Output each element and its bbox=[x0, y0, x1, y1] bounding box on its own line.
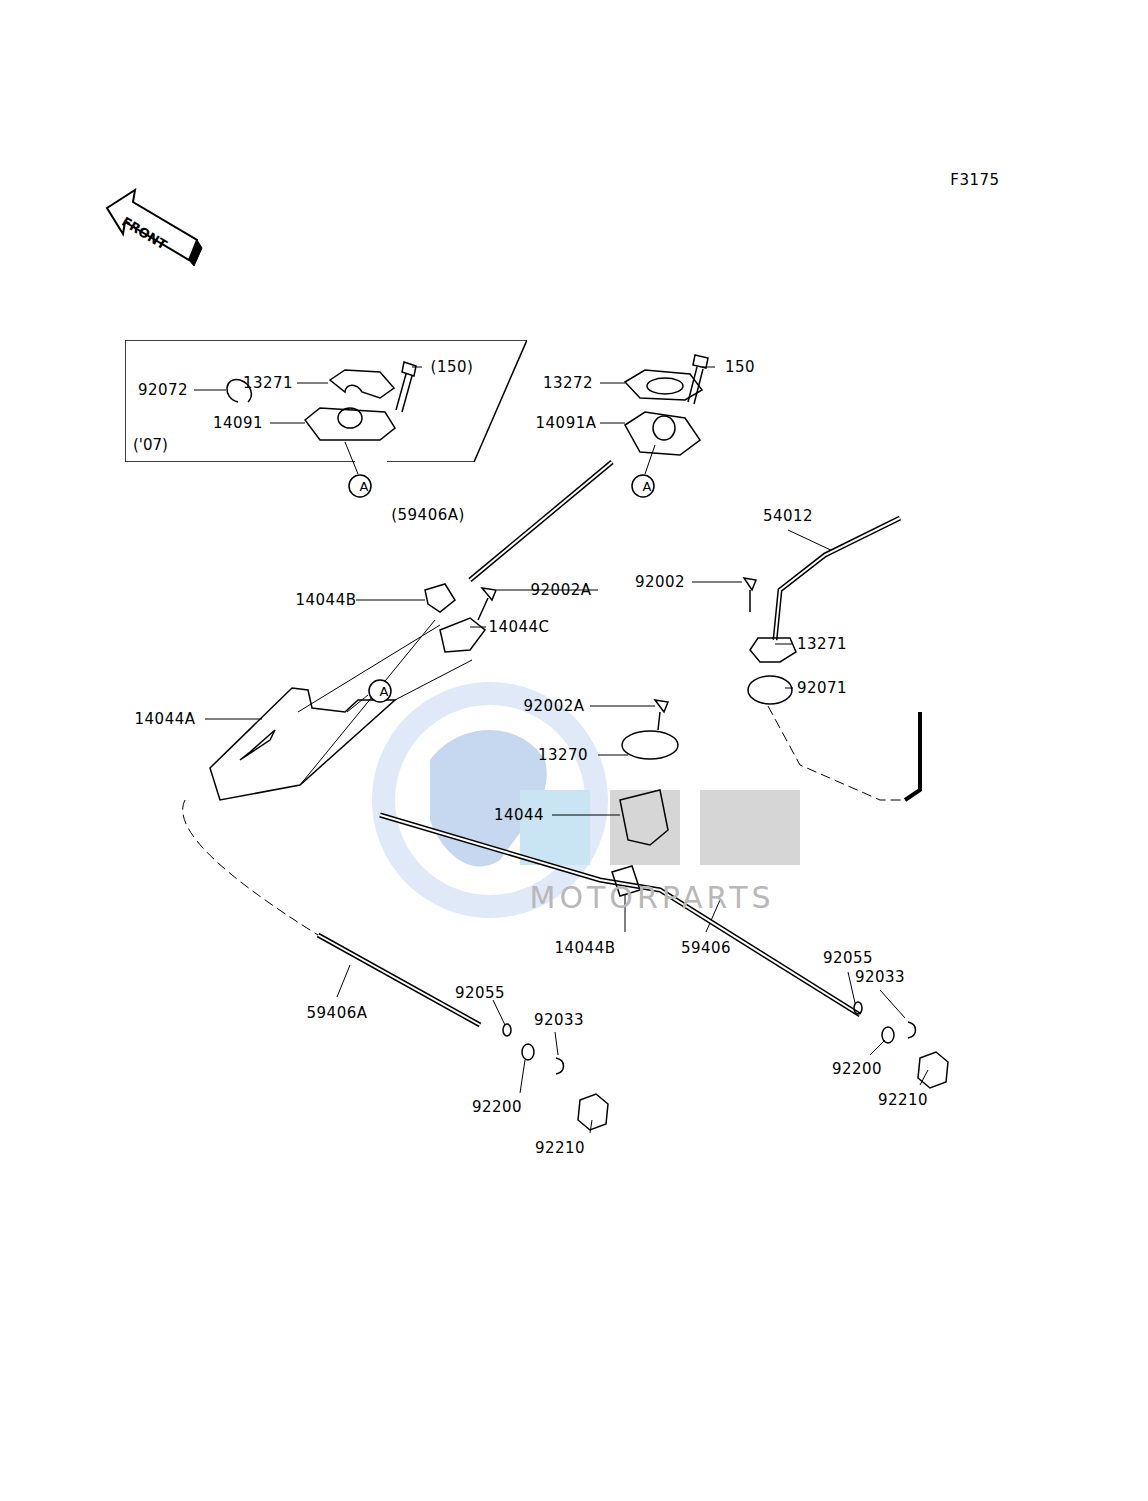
callout-number: 13272 bbox=[543, 376, 593, 391]
callout-number: 14091 bbox=[213, 416, 263, 431]
o-ring bbox=[503, 1024, 511, 1036]
cable-end bbox=[905, 712, 920, 800]
callout-number: 92200 bbox=[472, 1100, 522, 1115]
front-arrow: FRONT bbox=[105, 188, 205, 268]
callout-number: 14044A bbox=[135, 712, 196, 727]
node-text: A bbox=[348, 474, 380, 498]
node-outline bbox=[105, 188, 205, 268]
cable-core bbox=[380, 815, 860, 1015]
callout-number: 54012 bbox=[763, 509, 813, 524]
callout-number: 92033 bbox=[534, 1013, 584, 1028]
reference-circle: A bbox=[631, 474, 663, 498]
bracket-slot bbox=[240, 730, 275, 760]
bolt bbox=[396, 362, 416, 412]
node-outline bbox=[125, 340, 527, 462]
callout-number: 13271 bbox=[243, 376, 293, 391]
bolt bbox=[478, 588, 496, 620]
bolt bbox=[744, 578, 756, 612]
cable-core bbox=[775, 518, 900, 640]
cable-core bbox=[470, 462, 612, 580]
plate bbox=[750, 638, 796, 662]
callout-number: 59406A bbox=[307, 1006, 368, 1021]
callout-number: 92002A bbox=[531, 583, 592, 598]
callout-number: 92002 bbox=[635, 575, 685, 590]
callout-number: 59406 bbox=[681, 941, 731, 956]
plate bbox=[625, 370, 702, 400]
plate-hole bbox=[647, 378, 683, 394]
phantom-line bbox=[183, 800, 318, 935]
callout-number: 92055 bbox=[455, 986, 505, 1001]
nut bbox=[578, 1094, 608, 1130]
bracket bbox=[210, 688, 395, 800]
grommet bbox=[653, 416, 675, 440]
watermark: MOTORPARTS bbox=[529, 883, 774, 913]
leader-lines bbox=[194, 367, 928, 1133]
circlip bbox=[908, 1022, 916, 1038]
nut bbox=[918, 1052, 948, 1088]
clip bbox=[425, 584, 455, 612]
reference-circle: A bbox=[348, 474, 380, 498]
cable bbox=[380, 815, 860, 1015]
callout-number: 92210 bbox=[535, 1141, 585, 1156]
node-text: A bbox=[631, 474, 663, 498]
o-ring bbox=[854, 1002, 862, 1014]
callout-number: 14044C bbox=[488, 620, 549, 635]
callout-number: 92071 bbox=[797, 681, 847, 696]
callout-number: 92033 bbox=[855, 970, 905, 985]
grommet-plate bbox=[625, 412, 700, 455]
callout-number: 14044B bbox=[295, 593, 356, 608]
callout-number: 14044 bbox=[494, 808, 544, 823]
bracket bbox=[620, 790, 668, 845]
callout-number: (150) bbox=[431, 360, 474, 375]
circlip bbox=[556, 1058, 564, 1074]
reference-circle: A bbox=[368, 679, 400, 703]
variant-box: ('07) bbox=[125, 340, 527, 462]
node-text: A bbox=[368, 679, 400, 703]
bolt bbox=[655, 700, 668, 730]
callout-number: 13271 bbox=[797, 637, 847, 652]
clamp bbox=[440, 618, 485, 652]
callout-number: 92072 bbox=[138, 383, 188, 398]
callout-number: 92200 bbox=[832, 1062, 882, 1077]
callout-number: (59406A) bbox=[391, 508, 465, 523]
plate bbox=[622, 731, 678, 759]
callout-number: 14091A bbox=[536, 416, 597, 431]
washer bbox=[882, 1027, 894, 1043]
grommet bbox=[748, 676, 792, 704]
callout-number: 13270 bbox=[538, 748, 588, 763]
washer bbox=[522, 1044, 534, 1060]
callout-number: F3175 bbox=[950, 173, 999, 188]
bolt bbox=[688, 355, 708, 404]
cable bbox=[775, 518, 900, 640]
cable bbox=[470, 462, 612, 580]
grommet bbox=[338, 408, 362, 428]
callout-number: 92210 bbox=[878, 1093, 928, 1108]
callout-number: 14044B bbox=[554, 941, 615, 956]
grommet-plate bbox=[305, 408, 395, 440]
plate bbox=[330, 370, 394, 398]
watermark-logo bbox=[372, 682, 800, 918]
callout-number: 150 bbox=[725, 360, 755, 375]
callout-number: 92002A bbox=[524, 699, 585, 714]
region-line bbox=[298, 620, 472, 785]
phantom-line bbox=[768, 706, 905, 800]
callout-number: 92055 bbox=[823, 951, 873, 966]
node-text: ('07) bbox=[133, 436, 168, 454]
